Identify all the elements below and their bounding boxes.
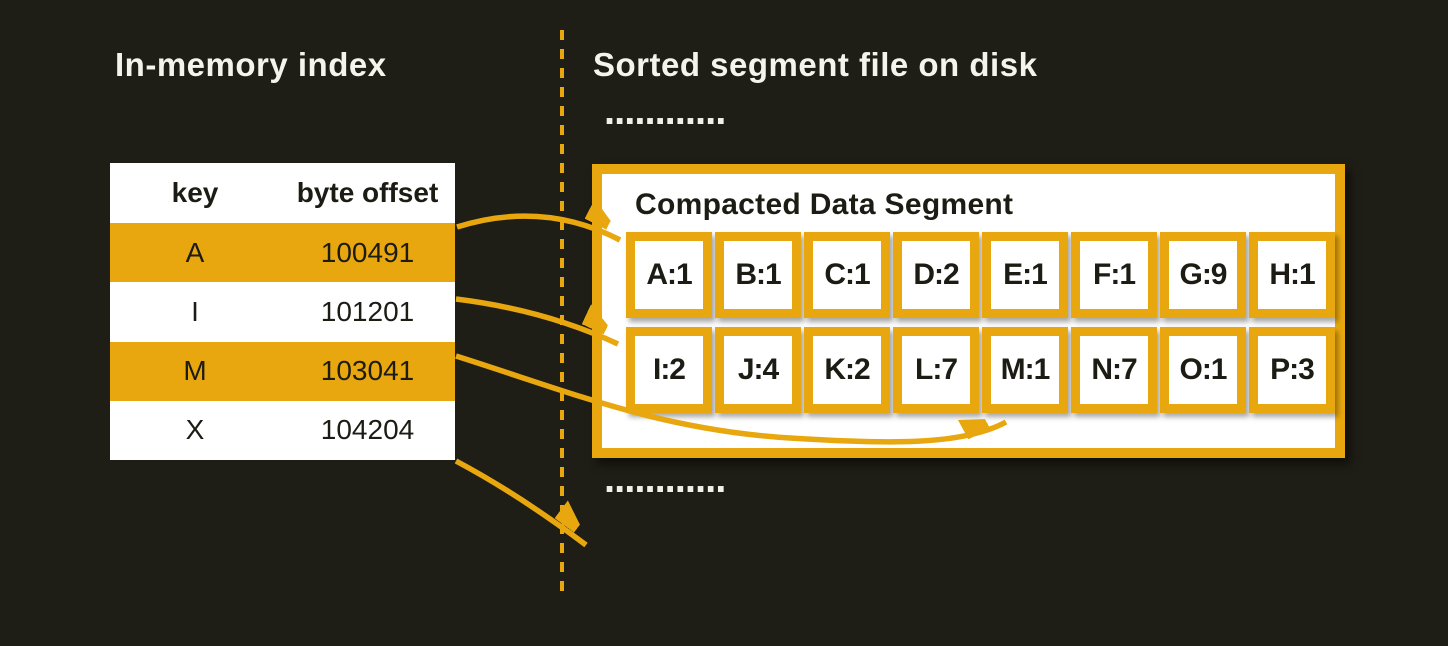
segment-cell-n7: N:7 <box>1071 327 1157 413</box>
index-table-row-i: I 101201 <box>110 282 455 342</box>
compacted-data-segment-box: Compacted Data Segment A:1 B:1 C:1 D:2 E… <box>592 164 1345 458</box>
index-table-row-m: M 103041 <box>110 341 455 401</box>
segment-cell-row-2: I:2 J:4 K:2 L:7 M:1 N:7 O:1 P:3 <box>626 327 1335 413</box>
key-cell: A <box>185 236 205 268</box>
segment-cell-j4: J:4 <box>715 327 801 413</box>
offset-cell: 101201 <box>320 295 415 327</box>
ellipsis-top: ............ <box>604 89 726 133</box>
index-table-header-row: key byte offset <box>110 163 455 223</box>
segment-cell-row-1: A:1 B:1 C:1 D:2 E:1 F:1 G:9 H:1 <box>626 232 1335 318</box>
segment-cell-o1: O:1 <box>1160 327 1246 413</box>
segment-cell-p3: P:3 <box>1249 327 1335 413</box>
segment-cell-e1: E:1 <box>982 232 1068 318</box>
segment-cell-a1: A:1 <box>626 232 712 318</box>
segment-cell-h1: H:1 <box>1249 232 1335 318</box>
in-memory-index-table: key byte offset A 100491 I 101201 M 1030… <box>110 163 455 460</box>
right-section-title: Sorted segment file on disk <box>593 46 1038 83</box>
segment-cell-d2: D:2 <box>893 232 979 318</box>
index-table-row-x: X 104204 <box>110 400 455 460</box>
column-header-byte-offset: byte offset <box>296 177 439 208</box>
segment-cell-l7: L:7 <box>893 327 979 413</box>
left-section-title: In-memory index <box>115 46 387 83</box>
segment-cell-k2: K:2 <box>804 327 890 413</box>
offset-cell: 100491 <box>320 236 415 268</box>
arrow-key-x-below-segment <box>454 458 588 548</box>
column-header-key: key <box>171 177 219 208</box>
offset-cell: 104204 <box>320 414 415 446</box>
key-cell: M <box>183 355 207 387</box>
key-cell: I <box>191 295 199 327</box>
key-cell: X <box>185 414 205 446</box>
segment-cell-i2: I:2 <box>626 327 712 413</box>
offset-cell: 103041 <box>320 355 415 387</box>
ellipsis-bottom: ............ <box>604 457 726 501</box>
segment-title: Compacted Data Segment <box>635 188 1014 221</box>
segment-cell-m1: M:1 <box>982 327 1068 413</box>
segment-cell-b1: B:1 <box>715 232 801 318</box>
segment-cell-g9: G:9 <box>1160 232 1246 318</box>
segment-cell-f1: F:1 <box>1071 232 1157 318</box>
index-table-row-a: A 100491 <box>110 223 455 283</box>
segment-cell-c1: C:1 <box>804 232 890 318</box>
